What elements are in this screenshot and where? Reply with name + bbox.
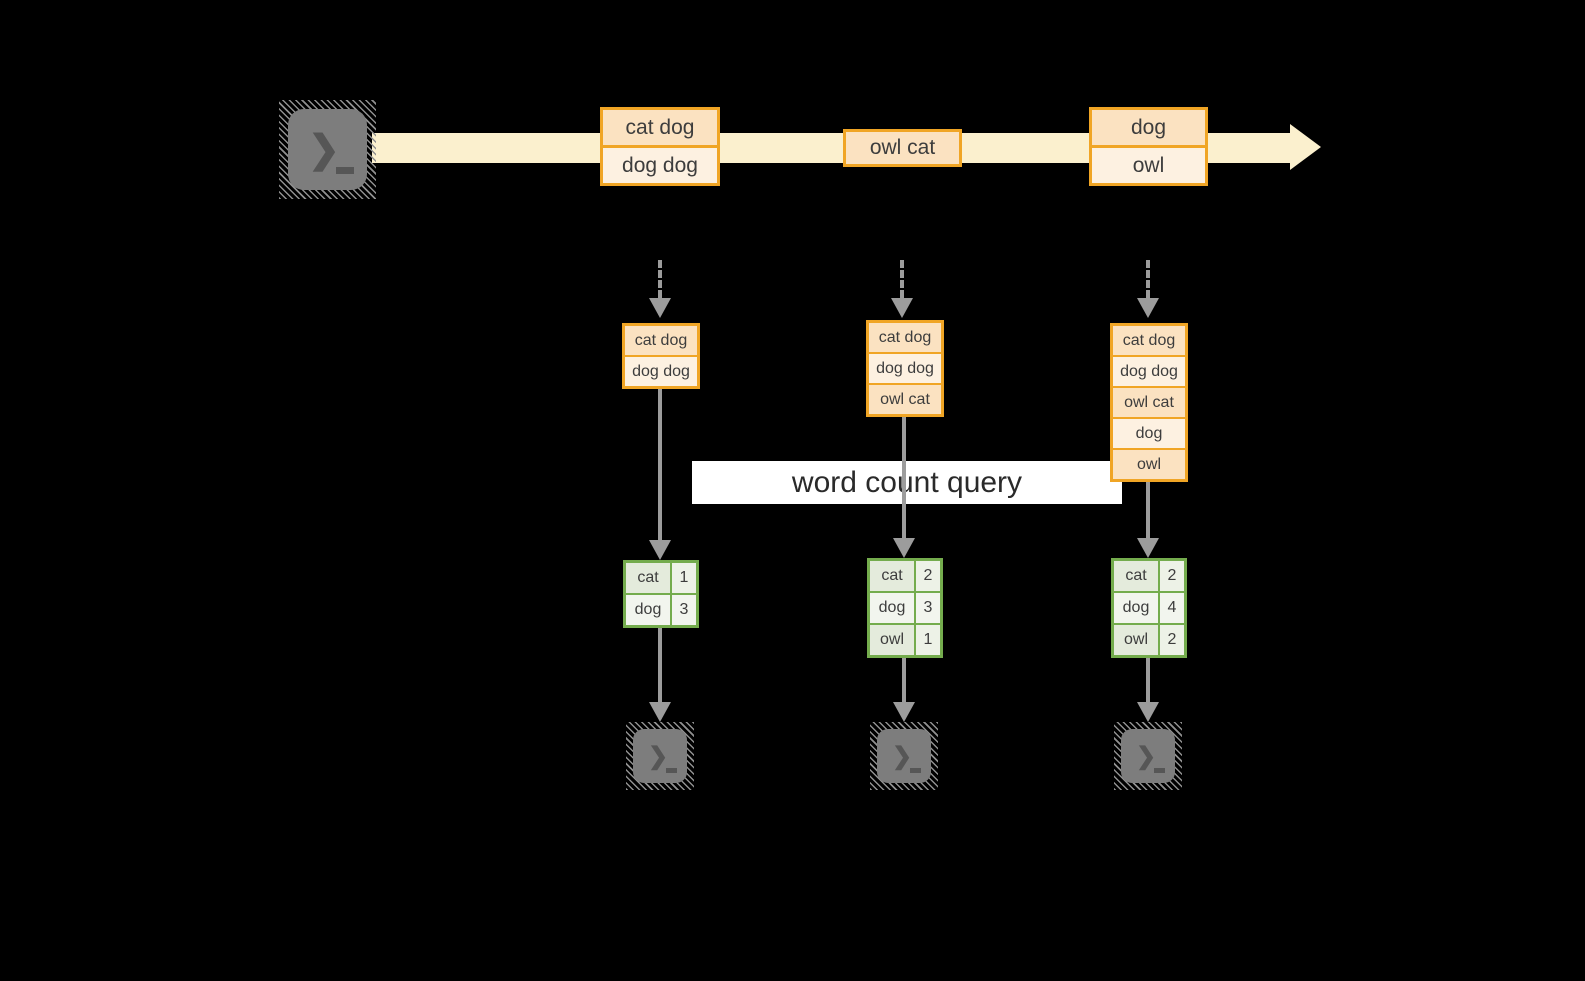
input-row: owl cat [869, 383, 941, 414]
trigger-arrowhead-icon [649, 298, 671, 318]
result-table-2: cat 2 dog 3 owl 1 [867, 558, 943, 658]
terminal-screen: ❯ [877, 729, 931, 783]
output-arrowhead-icon [649, 702, 671, 722]
input-row: dog dog [625, 355, 697, 386]
input-row: dog [1113, 417, 1185, 448]
result-word: owl [1114, 625, 1160, 655]
result-table-1: cat 1 dog 3 [623, 560, 699, 628]
prompt-chevron-icon: ❯ [648, 743, 669, 770]
stream-record: dog dog [603, 145, 717, 183]
result-row: owl 2 [1114, 623, 1184, 655]
result-word: owl [870, 625, 916, 655]
result-row: owl 1 [870, 623, 940, 655]
prompt-underscore-icon [336, 167, 354, 174]
stream-record: dog [1092, 110, 1205, 145]
result-row: dog 3 [626, 593, 696, 625]
input-row: cat dog [625, 326, 697, 355]
stream-record-box-1: cat dog dog dog [600, 107, 720, 186]
prompt-chevron-icon: ❯ [892, 743, 913, 770]
input-table-1: cat dog dog dog [622, 323, 700, 389]
result-row: cat 2 [870, 561, 940, 591]
input-table-2: cat dog dog dog owl cat [866, 320, 944, 417]
stream-record: owl [1092, 145, 1205, 183]
terminal-screen: ❯ [633, 729, 687, 783]
result-count: 1 [672, 563, 696, 593]
query-arrowhead-icon [893, 538, 915, 558]
output-terminal-icon-3: ❯ [1114, 722, 1182, 790]
query-arrow-line-1 [658, 389, 662, 540]
trigger-arrow-line-3 [1146, 260, 1150, 298]
input-row: dog dog [1113, 355, 1185, 386]
stream-record: owl cat [846, 132, 959, 164]
result-count: 2 [1160, 561, 1184, 591]
output-arrowhead-icon [1137, 702, 1159, 722]
result-word: dog [626, 595, 672, 625]
input-row: owl cat [1113, 386, 1185, 417]
output-terminal-icon-2: ❯ [870, 722, 938, 790]
query-arrow-line-2 [902, 417, 906, 538]
result-word: cat [626, 563, 672, 593]
prompt-chevron-icon: ❯ [308, 129, 340, 171]
query-arrowhead-icon [649, 540, 671, 560]
result-word: dog [870, 593, 916, 623]
result-count: 3 [916, 593, 940, 623]
input-table-3: cat dog dog dog owl cat dog owl [1110, 323, 1188, 482]
trigger-arrowhead-icon [1137, 298, 1159, 318]
output-arrow-line-1 [658, 628, 662, 702]
stream-record-box-3: dog owl [1089, 107, 1208, 186]
result-word: cat [1114, 561, 1160, 591]
result-row: cat 1 [626, 563, 696, 593]
result-word: dog [1114, 593, 1160, 623]
result-row: cat 2 [1114, 561, 1184, 591]
input-row: owl [1113, 448, 1185, 479]
prompt-underscore-icon [910, 768, 921, 773]
word-count-query-band: word count query [692, 461, 1122, 504]
prompt-chevron-icon: ❯ [1136, 743, 1157, 770]
result-table-3: cat 2 dog 4 owl 2 [1111, 558, 1187, 658]
result-row: dog 4 [1114, 591, 1184, 623]
trigger-arrowhead-icon [891, 298, 913, 318]
query-arrow-line-3 [1146, 482, 1150, 538]
output-arrow-line-3 [1146, 658, 1150, 702]
word-count-query-label: word count query [791, 465, 1023, 499]
input-row: dog dog [869, 352, 941, 383]
result-count: 4 [1160, 593, 1184, 623]
terminal-screen: ❯ [288, 109, 367, 190]
result-count: 3 [672, 595, 696, 625]
query-arrowhead-icon [1137, 538, 1159, 558]
output-arrow-line-2 [902, 658, 906, 702]
input-row: cat dog [869, 323, 941, 352]
stream-record: cat dog [603, 110, 717, 145]
stream-record-box-2: owl cat [843, 129, 962, 167]
result-word: cat [870, 561, 916, 591]
result-count: 1 [916, 625, 940, 655]
output-arrowhead-icon [893, 702, 915, 722]
output-terminal-icon-1: ❯ [626, 722, 694, 790]
trigger-arrow-line-1 [658, 260, 662, 298]
prompt-underscore-icon [1154, 768, 1165, 773]
result-count: 2 [916, 561, 940, 591]
result-count: 2 [1160, 625, 1184, 655]
trigger-arrow-line-2 [900, 260, 904, 298]
terminal-screen: ❯ [1121, 729, 1175, 783]
stream-timeline-arrowhead-icon [1290, 124, 1321, 170]
prompt-underscore-icon [666, 768, 677, 773]
input-row: cat dog [1113, 326, 1185, 355]
result-row: dog 3 [870, 591, 940, 623]
stream-source-terminal-icon: ❯ [279, 100, 376, 199]
